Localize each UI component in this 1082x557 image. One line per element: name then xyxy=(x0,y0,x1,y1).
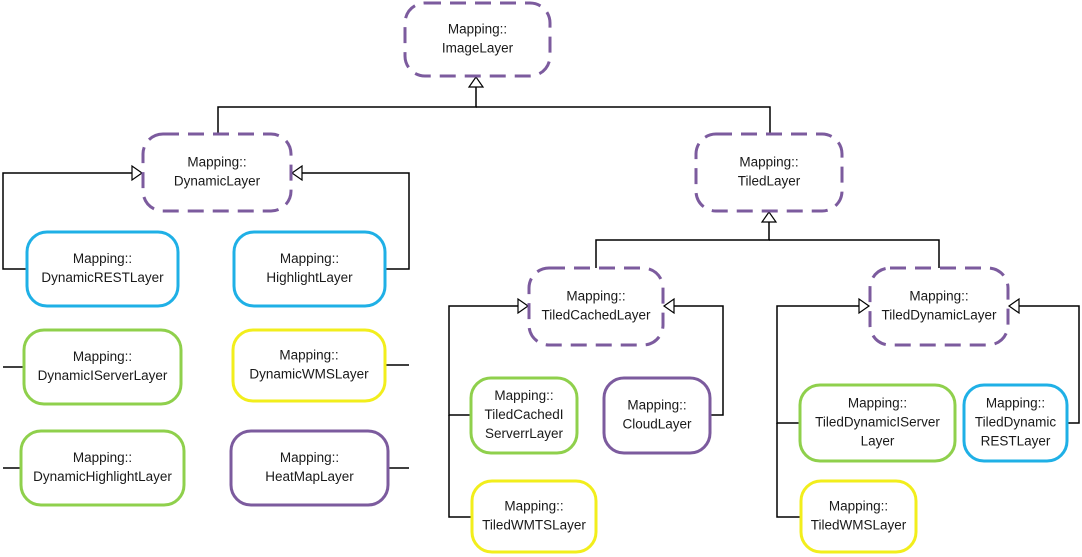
namespace-label: Mapping:: xyxy=(504,499,563,514)
class-node-dynamic-rest-layer: Mapping::DynamicRESTLayer xyxy=(25,230,180,308)
class-name-label: TiledDynamic xyxy=(975,415,1057,430)
class-name-label: DynamicHighlightLayer xyxy=(33,469,172,484)
class-node-tiled-dynamic-layer: Mapping::TiledDynamicLayer xyxy=(868,266,1010,347)
abstract-class-box xyxy=(403,1,552,78)
class-name-label: ImageLayer xyxy=(442,41,514,56)
class-name-label: TiledDynamicLayer xyxy=(881,308,997,323)
class-node-dynamic-layer: Mapping::DynamicLayer xyxy=(141,132,293,213)
class-node-dynamic-i-server-layer: Mapping::DynamicIServerLayer xyxy=(22,328,183,406)
class-node-tiled-layer: Mapping::TiledLayer xyxy=(694,132,844,213)
namespace-label: Mapping:: xyxy=(448,22,507,37)
abstract-class-box xyxy=(141,132,293,213)
inheritance-arrowhead xyxy=(858,297,871,315)
namespace-label: Mapping:: xyxy=(909,289,968,304)
class-name-label: DynamicIServerLayer xyxy=(38,368,168,383)
concrete-class-box xyxy=(229,429,390,507)
class-name-label: Layer xyxy=(861,434,895,449)
abstract-class-box xyxy=(694,132,844,213)
concrete-class-box xyxy=(962,383,1069,463)
class-name-label: DynamicWMSLayer xyxy=(249,367,369,382)
concrete-class-box xyxy=(232,230,387,308)
class-node-cloud-layer: Mapping::CloudLayer xyxy=(602,376,712,455)
inheritance-arrowhead xyxy=(760,210,778,223)
inheritance-arrowhead xyxy=(662,297,675,315)
inheritance-connector xyxy=(448,305,519,416)
namespace-label: Mapping:: xyxy=(494,388,553,403)
class-name-label: RESTLayer xyxy=(981,434,1051,449)
inheritance-connector xyxy=(2,172,133,270)
inheritance-connector xyxy=(448,415,472,518)
class-node-image-layer: Mapping::ImageLayer xyxy=(403,1,552,78)
inheritance-arrowhead xyxy=(290,164,303,182)
class-name-label: TiledDynamicIServer xyxy=(815,415,940,430)
class-name-label: TiledLayer xyxy=(738,174,801,189)
concrete-class-box xyxy=(470,479,598,554)
abstract-class-box xyxy=(868,266,1010,347)
class-node-tiled-wms-layer: Mapping::TiledWMSLayer xyxy=(799,479,918,554)
namespace-label: Mapping:: xyxy=(739,155,798,170)
namespace-label: Mapping:: xyxy=(986,396,1045,411)
inheritance-connector xyxy=(673,305,724,416)
class-node-tiled-wmts-layer: Mapping::TiledWMTSLayer xyxy=(470,479,598,554)
inheritance-arrowhead xyxy=(517,297,530,315)
concrete-class-box xyxy=(19,429,186,507)
class-name-label: HeatMapLayer xyxy=(265,469,354,484)
namespace-label: Mapping:: xyxy=(848,396,907,411)
inheritance-connector xyxy=(776,423,801,518)
class-name-label: DynamicRESTLayer xyxy=(41,270,164,285)
inheritance-connector xyxy=(776,305,860,424)
concrete-class-box xyxy=(25,230,180,308)
class-node-highlight-layer: Mapping::HighlightLayer xyxy=(232,230,387,308)
abstract-class-box xyxy=(527,266,665,347)
class-node-dynamic-highlight-layer: Mapping::DynamicHighlightLayer xyxy=(19,429,186,507)
class-name-label: HighlightLayer xyxy=(266,270,353,285)
concrete-class-box xyxy=(469,376,579,455)
class-node-heat-map-layer: Mapping::HeatMapLayer xyxy=(229,429,390,507)
inheritance-connector xyxy=(476,106,771,134)
inheritance-connector xyxy=(217,86,477,134)
edges xyxy=(2,75,1080,518)
class-node-tiled-cached-layer: Mapping::TiledCachedLayer xyxy=(527,266,665,347)
class-name-label: TiledCachedI xyxy=(484,407,563,422)
namespace-label: Mapping:: xyxy=(73,450,132,465)
class-name-label: TiledWMSLayer xyxy=(811,518,907,533)
namespace-label: Mapping:: xyxy=(280,450,339,465)
class-name-label: CloudLayer xyxy=(622,417,692,432)
namespace-label: Mapping:: xyxy=(187,155,246,170)
concrete-class-box xyxy=(602,376,712,455)
concrete-class-box xyxy=(231,328,387,403)
namespace-label: Mapping:: xyxy=(566,289,625,304)
inheritance-connector xyxy=(301,172,410,270)
inheritance-arrowhead xyxy=(131,164,144,182)
namespace-label: Mapping:: xyxy=(627,398,686,413)
namespace-label: Mapping:: xyxy=(829,499,888,514)
class-name-label: TiledWMTSLayer xyxy=(482,518,586,533)
inheritance-arrowhead xyxy=(1007,297,1020,315)
concrete-class-box xyxy=(798,383,957,463)
inheritance-arrowhead xyxy=(467,75,485,88)
namespace-label: Mapping:: xyxy=(73,349,132,364)
namespace-label: Mapping:: xyxy=(280,251,339,266)
nodes: Mapping::ImageLayerMapping::DynamicLayer… xyxy=(19,1,1069,554)
class-name-label: ServerrLayer xyxy=(485,426,564,441)
inheritance-connector xyxy=(769,239,940,268)
inheritance-connector xyxy=(595,221,770,268)
concrete-class-box xyxy=(22,328,183,406)
class-name-label: TiledCachedLayer xyxy=(541,308,651,323)
class-name-label: DynamicLayer xyxy=(174,174,261,189)
class-node-dynamic-wms-layer: Mapping::DynamicWMSLayer xyxy=(231,328,387,403)
namespace-label: Mapping:: xyxy=(279,348,338,363)
namespace-label: Mapping:: xyxy=(73,251,132,266)
inheritance-connector xyxy=(1018,305,1080,424)
concrete-class-box xyxy=(799,479,918,554)
